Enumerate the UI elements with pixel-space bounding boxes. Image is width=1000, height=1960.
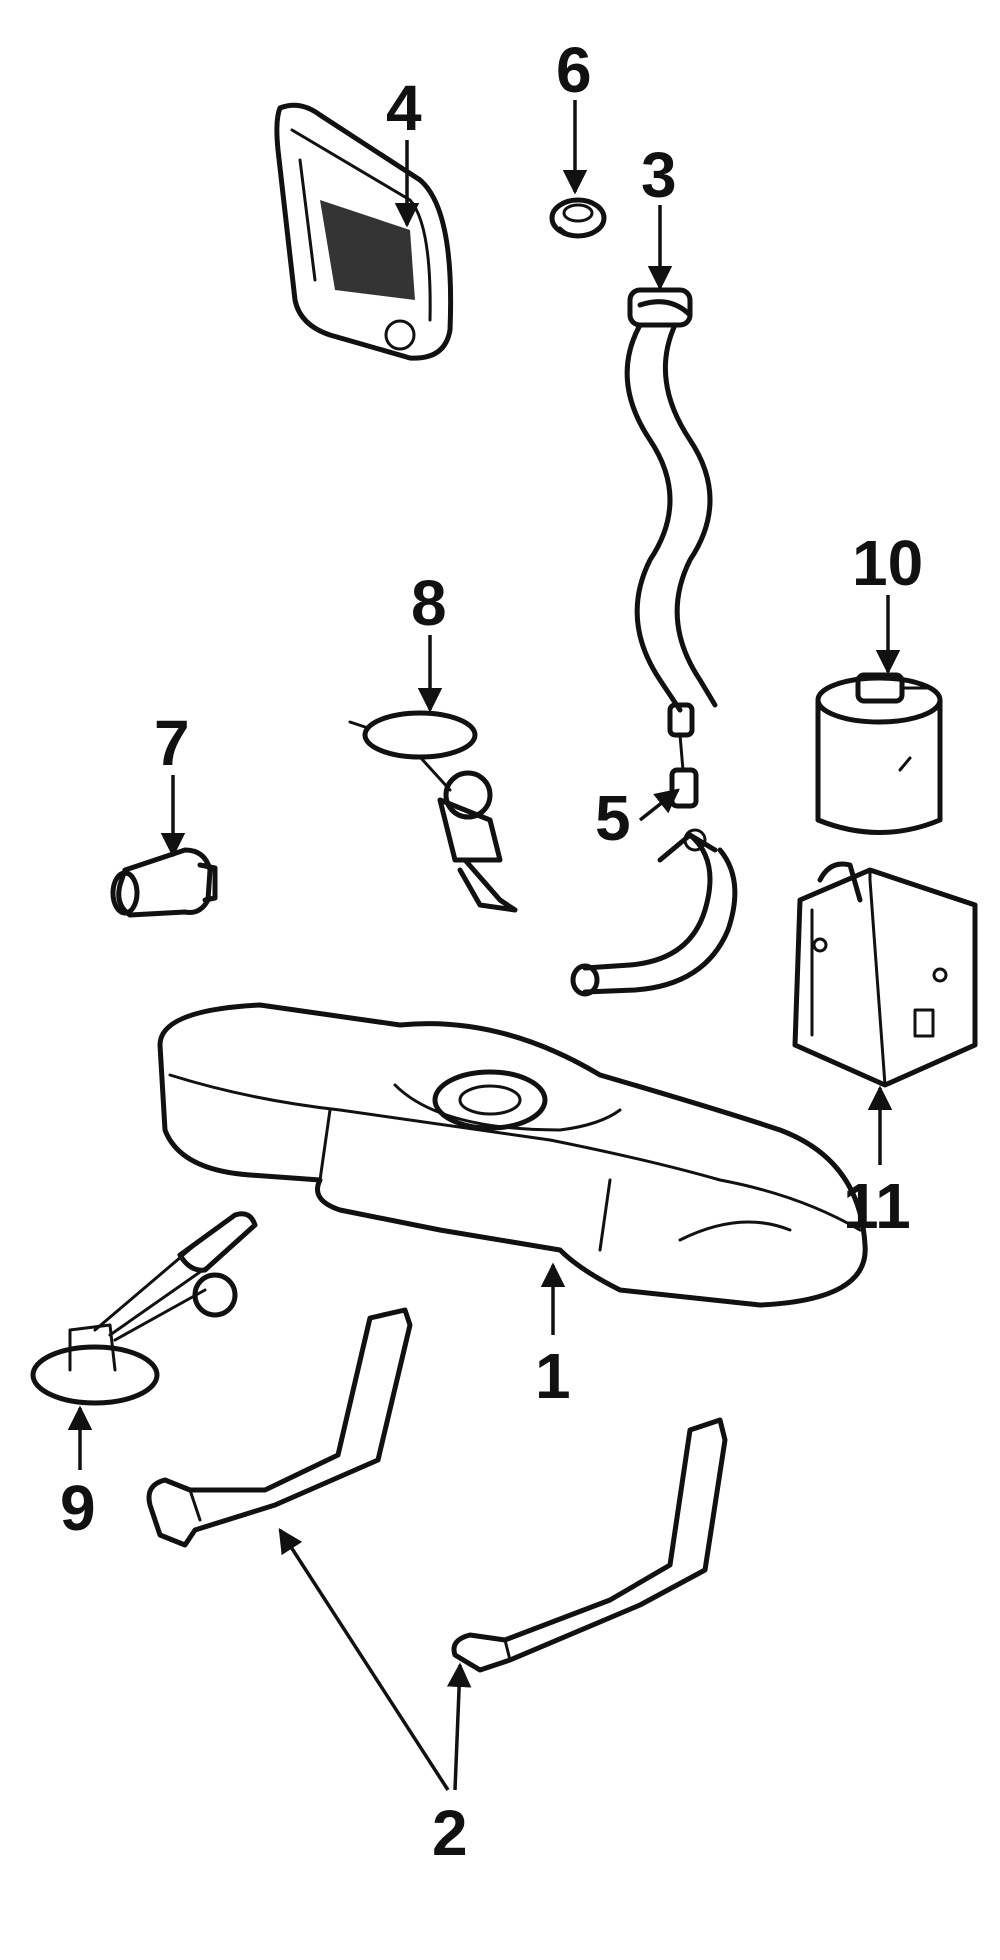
callout-11: 11 (843, 1170, 911, 1242)
leader-2b (446, 1662, 472, 1791)
callout-5: 5 (595, 782, 631, 854)
callout-labels: 4 6 3 10 8 7 5 11 1 9 2 (60, 34, 923, 1869)
part-8-fuel-pump (348, 710, 518, 913)
callout-6: 6 (556, 34, 592, 106)
part-6-grommet (549, 197, 607, 239)
callout-2: 2 (432, 1797, 468, 1869)
callout-1: 1 (535, 1340, 571, 1412)
callout-8: 8 (411, 567, 447, 639)
part-1-fuel-tank (157, 1002, 868, 1308)
callout-10: 10 (852, 527, 923, 599)
part-4-shield (274, 102, 454, 361)
part-3-filler-hose (624, 287, 718, 713)
leader-lines (67, 100, 901, 1791)
callout-9: 9 (60, 1472, 96, 1544)
callout-4: 4 (386, 72, 422, 144)
part-9-sending-unit (30, 1211, 258, 1406)
part-11-bracket (792, 861, 978, 1088)
leader-5 (638, 788, 680, 822)
callout-7: 7 (154, 707, 190, 779)
callout-3: 3 (641, 139, 677, 211)
part-5-vent-hose (570, 702, 738, 997)
part-10-canister (815, 672, 943, 835)
part-2-straps (146, 1307, 728, 1673)
leader-2a (278, 1527, 450, 1791)
part-7-fuel-filter (110, 847, 218, 918)
